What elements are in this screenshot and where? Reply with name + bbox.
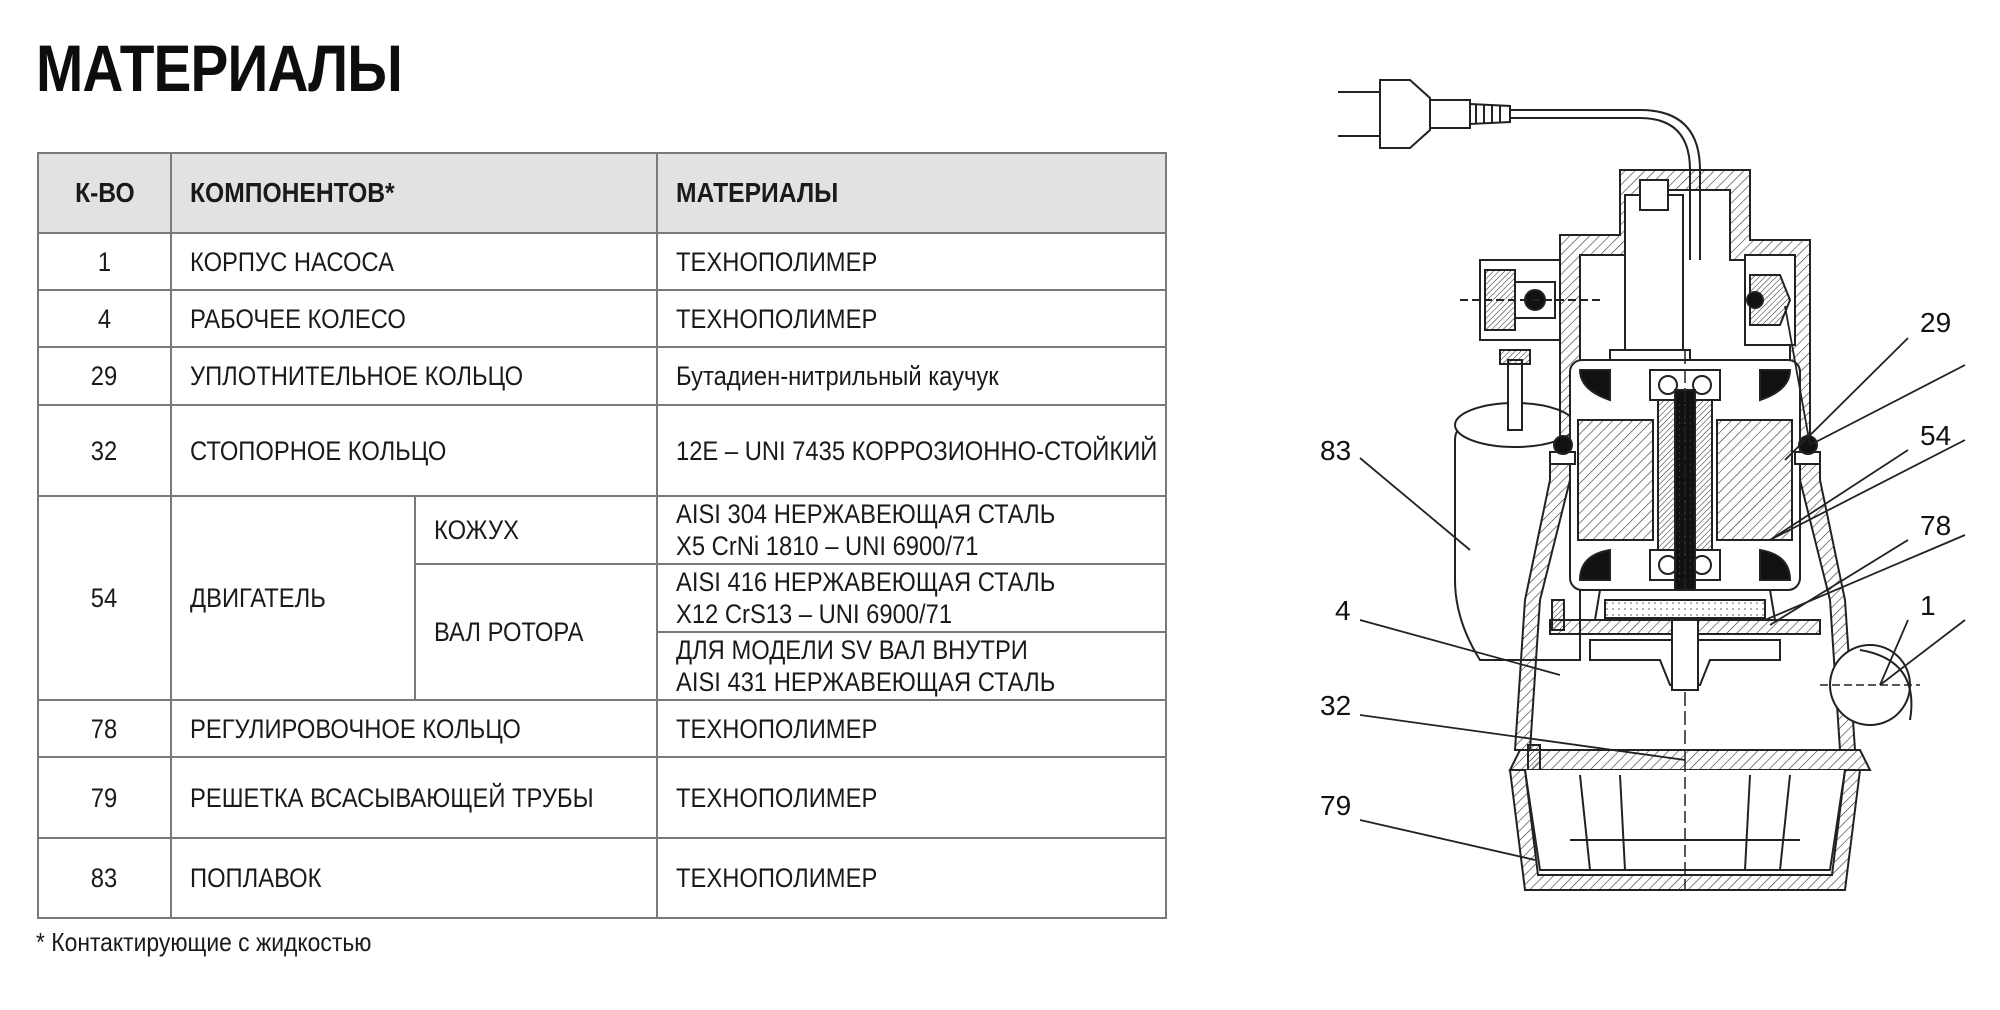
- table-row: 83 ПОПЛАВОК ТЕХНОПОЛИМЕР: [37, 837, 1167, 919]
- table-row: 54 ДВИГАТЕЛЬ КОЖУХ AISI 304 НЕРЖАВЕЮЩАЯ …: [37, 495, 1167, 701]
- header-quantity: К-ВО: [37, 152, 172, 234]
- header-materials: МАТЕРИАЛЫ: [656, 152, 1167, 234]
- row-subcomponent-shaft: ВАЛ РОТОРА: [414, 563, 658, 701]
- callout-83: 83: [1320, 435, 1351, 466]
- row-material: ТЕХНОПОЛИМЕР: [656, 232, 1167, 291]
- table-row: ВАЛ РОТОРА AISI 416 НЕРЖАВЕЮЩАЯ СТАЛЬ X1…: [38, 563, 1167, 701]
- materials-table: К-ВО КОМПОНЕНТОВ* МАТЕРИАЛЫ 1 КОРПУС НАС…: [37, 152, 1167, 919]
- row-material: AISI 416 НЕРЖАВЕЮЩАЯ СТАЛЬ X12 CrS13 – U…: [656, 563, 1167, 633]
- row-number: 29: [37, 346, 172, 406]
- row-number: 83: [37, 837, 172, 919]
- row-number: 4: [37, 289, 172, 348]
- row-number: 1: [37, 232, 172, 291]
- row-subcomponent-casing: КОЖУХ: [414, 495, 658, 565]
- power-plug-icon: [1338, 79, 1701, 260]
- table-header-row: К-ВО КОМПОНЕНТОВ* МАТЕРИАЛЫ: [37, 152, 1167, 234]
- table-row: 78 РЕГУЛИРОВОЧНОЕ КОЛЬЦО ТЕХНОПОЛИМЕР: [37, 699, 1167, 758]
- row-number: 79: [37, 756, 172, 839]
- footnote: * Контактирующие с жидкостью: [36, 927, 372, 957]
- table-row: 79 РЕШЕТКА ВСАСЫВАЮЩЕЙ ТРУБЫ ТЕХНОПОЛИМЕ…: [37, 756, 1167, 839]
- table-row: 1 КОРПУС НАСОСА ТЕХНОПОЛИМЕР: [37, 232, 1167, 291]
- row-number: 54: [37, 495, 172, 701]
- row-component: РАБОЧЕЕ КОЛЕСО: [170, 289, 658, 348]
- row-material: ТЕХНОПОЛИМЕР: [656, 289, 1167, 348]
- row-component: ПОПЛАВОК: [170, 837, 658, 919]
- row-component: КОРПУС НАСОСА: [170, 232, 658, 291]
- header-components: КОМПОНЕНТОВ*: [170, 152, 658, 234]
- row-component: РЕГУЛИРОВОЧНОЕ КОЛЬЦО: [170, 699, 658, 758]
- row-material: Бутадиен-нитрильный каучук: [656, 346, 1167, 406]
- table-row: 29 УПЛОТНИТЕЛЬНОЕ КОЛЬЦО Бутадиен-нитрил…: [37, 346, 1167, 406]
- motor: [1569, 350, 1801, 760]
- pump-cross-section-diagram: 29 54 78 1 83 4 32 79: [1320, 79, 1966, 891]
- row-number: 32: [37, 404, 172, 497]
- row-component: РЕШЕТКА ВСАСЫВАЮЩЕЙ ТРУБЫ: [170, 756, 658, 839]
- row-material: ДЛЯ МОДЕЛИ SV ВАЛ ВНУТРИ AISI 431 НЕРЖАВ…: [656, 631, 1167, 701]
- suction-grid: [1508, 749, 1872, 891]
- row-number: 78: [37, 699, 172, 758]
- table-row: ДЛЯ МОДЕЛИ SV ВАЛ ВНУТРИ AISI 431 НЕРЖАВ…: [38, 631, 1167, 701]
- callout-32: 32: [1320, 690, 1351, 721]
- row-material: ТЕХНОПОЛИМЕР: [656, 699, 1167, 758]
- callout-1: 1: [1920, 590, 1936, 621]
- callout-79: 79: [1320, 790, 1351, 821]
- row-material: AISI 304 НЕРЖАВЕЮЩАЯ СТАЛЬ X5 CrNi 1810 …: [656, 495, 1167, 565]
- page-title: МАТЕРИАЛЫ: [36, 31, 403, 105]
- callout-78: 78: [1920, 510, 1951, 541]
- row-component: УПЛОТНИТЕЛЬНОЕ КОЛЬЦО: [170, 346, 658, 406]
- row-material: ТЕХНОПОЛИМЕР: [656, 756, 1167, 839]
- row-material: 12E – UNI 7435 КОРРОЗИОННО-СТОЙКИЙ: [656, 404, 1167, 497]
- table-row: 32 СТОПОРНОЕ КОЛЬЦО 12E – UNI 7435 КОРРО…: [37, 404, 1167, 497]
- callout-29: 29: [1920, 307, 1951, 338]
- leader-lines: [1359, 305, 1966, 861]
- table-row: 4 РАБОЧЕЕ КОЛЕСО ТЕХНОПОЛИМЕР: [37, 289, 1167, 348]
- row-component: СТОПОРНОЕ КОЛЬЦО: [170, 404, 658, 497]
- pump-top-housing: [1460, 169, 1811, 461]
- row-material: ТЕХНОПОЛИМЕР: [656, 837, 1167, 919]
- callout-54: 54: [1920, 420, 1951, 451]
- callout-4: 4: [1335, 595, 1351, 626]
- row-component: ДВИГАТЕЛЬ: [170, 495, 416, 701]
